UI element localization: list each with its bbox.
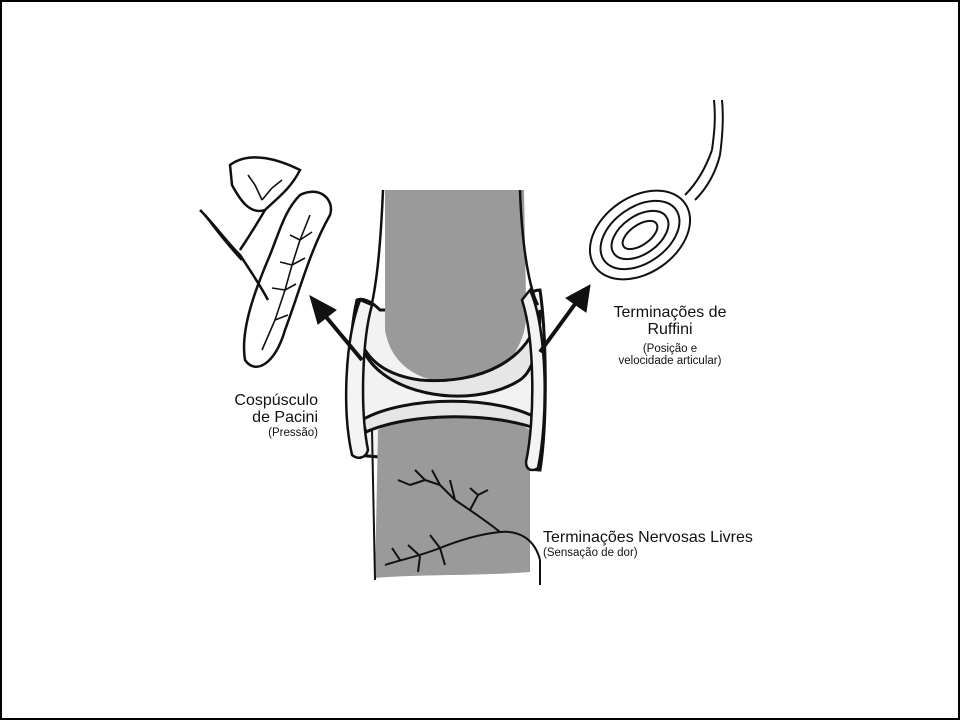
- ruffini-line1: Terminações de: [595, 305, 745, 322]
- free-endings-line1: Terminações Nervosas Livres: [543, 530, 753, 547]
- pacini-label: Cospúsculo de Pacini (Pressão): [200, 393, 318, 439]
- upper-bone: [385, 190, 527, 382]
- ruffini-note1: (Posição e: [595, 343, 745, 355]
- pacini-line1: Cospúsculo: [200, 393, 318, 410]
- arrow-to-ruffini: [540, 285, 590, 352]
- ruffini-ending: [573, 100, 723, 298]
- pacini-corpuscle: [200, 157, 331, 366]
- ruffini-line2: Ruffini: [595, 322, 745, 339]
- lower-bone: [375, 411, 530, 578]
- pacini-line2: de Pacini: [200, 410, 318, 427]
- ruffini-note2: velocidade articular): [595, 355, 745, 367]
- ruffini-label: Terminações de Ruffini (Posição e veloci…: [595, 305, 745, 367]
- free-endings-label: Terminações Nervosas Livres (Sensação de…: [543, 530, 753, 559]
- free-endings-note: (Sensação de dor): [543, 547, 753, 559]
- pacini-note: (Pressão): [200, 427, 318, 439]
